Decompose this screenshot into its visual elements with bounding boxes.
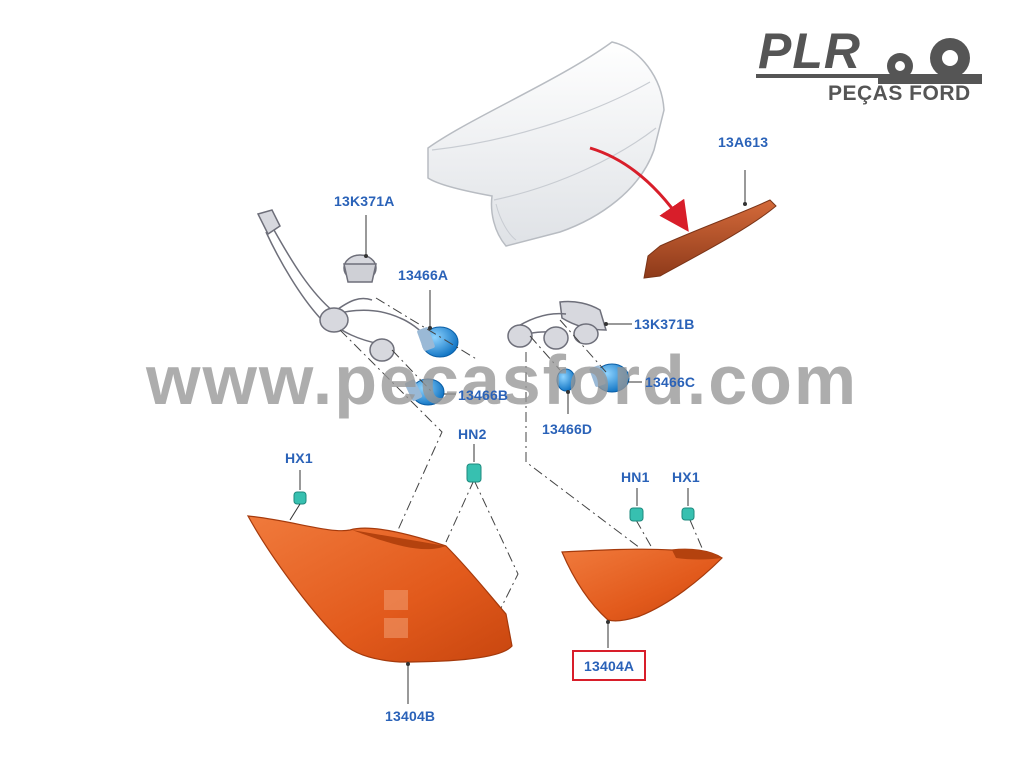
brake-lamp-13a613 (643, 170, 777, 279)
clip-hx1-left (289, 470, 307, 521)
assembly-guide-lines (339, 297, 703, 611)
clip-hn1 (629, 488, 644, 522)
bulb-13466a (417, 290, 459, 358)
clip-hn2 (466, 444, 482, 483)
callout-13466a: 13466A (398, 267, 449, 283)
callout-hx1-right: HX1 (672, 469, 700, 485)
watermark-url: www.pecasford.com (146, 341, 859, 419)
callout-13466d: 13466D (542, 421, 593, 437)
bulb-13466b (404, 378, 456, 406)
gear-icon (878, 38, 982, 84)
callout-13466c: 13466C (645, 374, 696, 390)
harness-left (256, 209, 427, 362)
callout-hn2: HN2 (458, 426, 487, 442)
logo-subtitle: PEÇAS FORD (828, 82, 971, 105)
logo-brand: PLR (758, 23, 861, 79)
location-arrow (589, 146, 689, 232)
trunk-lid (427, 41, 665, 247)
bulb-13466d (556, 368, 576, 414)
callout-hx1-left: HX1 (285, 450, 313, 466)
callout-13k371a: 13K371A (334, 193, 395, 209)
tail-lamp-13404b (246, 515, 513, 704)
callout-hn1: HN1 (621, 469, 650, 485)
plr-logo: PLR PEÇAS FORD (752, 23, 984, 110)
callout-13a613: 13A613 (718, 134, 769, 150)
clip-hx1-right (681, 488, 695, 521)
bulb-13466c (589, 363, 642, 393)
callout-13k371b: 13K371B (634, 316, 695, 332)
harness-right (507, 300, 608, 350)
callout-13466b: 13466B (458, 387, 509, 403)
callout-13404a-highlighted: 13404A (572, 650, 647, 681)
tail-lamp-13404a (561, 548, 723, 648)
callout-13404b: 13404B (385, 708, 436, 724)
